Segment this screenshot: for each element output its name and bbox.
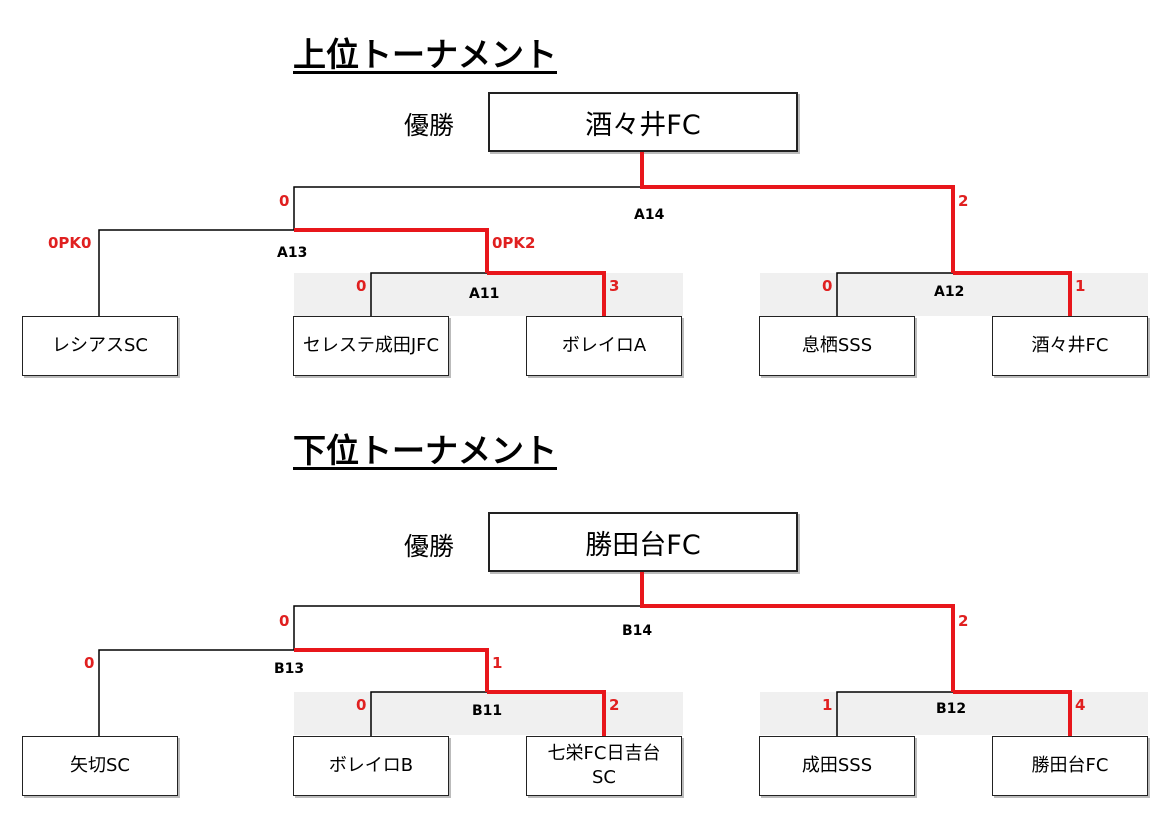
upper-team-box: ボレイロA [526,316,682,376]
upper-line-a12-right [953,271,1072,316]
lower-tournament-title: 下位トーナメント [293,431,557,470]
lower-score-b12-left: 1 [822,696,832,714]
upper-team-box: レシアスSC [22,316,178,376]
upper-score-a12-left: 0 [822,277,832,295]
lower-team3-line2: SC [592,767,616,788]
lower-line-b12-left [836,691,953,736]
lower-line-b14-left [293,605,642,650]
upper-shade-a12 [760,273,1148,316]
upper-score-a11-left: 0 [356,277,366,295]
upper-score-a13-right: 0PK2 [492,234,536,252]
lower-champion-label: 優勝 [404,532,455,561]
lower-line-b11-left [370,691,487,736]
lower-score-b11-left: 0 [356,696,366,714]
lower-team3-line1: 七栄FC日吉台 [547,743,661,764]
upper-line-a11-left [370,272,487,316]
lower-champion-box: 勝田台FC [488,512,798,572]
upper-team-box: 息栖SSS [759,316,915,376]
upper-match-label-a12: A12 [934,284,964,300]
upper-line-a14-left [293,186,642,230]
upper-line-a14-right [640,152,955,273]
lower-line-b12-right [953,690,1072,736]
upper-line-a11-right [487,271,606,316]
upper-tournament-title: 上位トーナメント [293,35,557,74]
lower-shade-b12 [760,692,1148,735]
lower-score-b12-right: 4 [1075,696,1085,714]
upper-score-a14-left: 0 [279,192,289,210]
upper-champion-label: 優勝 [404,111,455,140]
lower-score-b14-left: 0 [279,612,289,630]
lower-score-b13-left: 0 [84,654,94,672]
upper-line-a12-left [836,272,953,316]
lower-line-b13-right [294,648,489,692]
lower-match-label-b13: B13 [274,661,304,677]
lower-line-b11-right [487,690,606,736]
upper-line-a13-right [294,228,489,273]
upper-team-box: 酒々井FC [992,316,1148,376]
lower-team-box: 成田SSS [759,736,915,796]
upper-score-a13-left: 0PK0 [48,234,92,252]
upper-score-a12-right: 1 [1075,277,1085,295]
lower-team-box: 勝田台FC [992,736,1148,796]
upper-line-a13-left [98,229,294,316]
upper-champion-box: 酒々井FC [488,92,798,152]
lower-score-b13-right: 1 [492,654,502,672]
upper-match-label-a11: A11 [469,286,499,302]
upper-match-label-a13: A13 [277,245,307,261]
upper-score-a11-right: 3 [609,277,619,295]
upper-score-a14-right: 2 [958,192,968,210]
upper-match-label-a14: A14 [634,207,665,223]
upper-shade-a11 [294,273,683,316]
lower-match-label-b11: B11 [472,703,502,719]
lower-team-box-multiline: 七栄FC日吉台 SC [526,736,682,796]
upper-team-box: セレステ成田JFC [293,316,449,376]
lower-match-label-b14: B14 [622,623,652,639]
lower-match-label-b12: B12 [936,701,966,717]
lower-team-box: ボレイロB [293,736,449,796]
lower-team-box: 矢切SC [22,736,178,796]
lower-shade-b11 [294,692,683,735]
lower-score-b11-right: 2 [609,696,619,714]
lower-score-b14-right: 2 [958,612,968,630]
lower-line-b14-right [640,572,955,692]
lower-line-b13-left [98,649,294,736]
